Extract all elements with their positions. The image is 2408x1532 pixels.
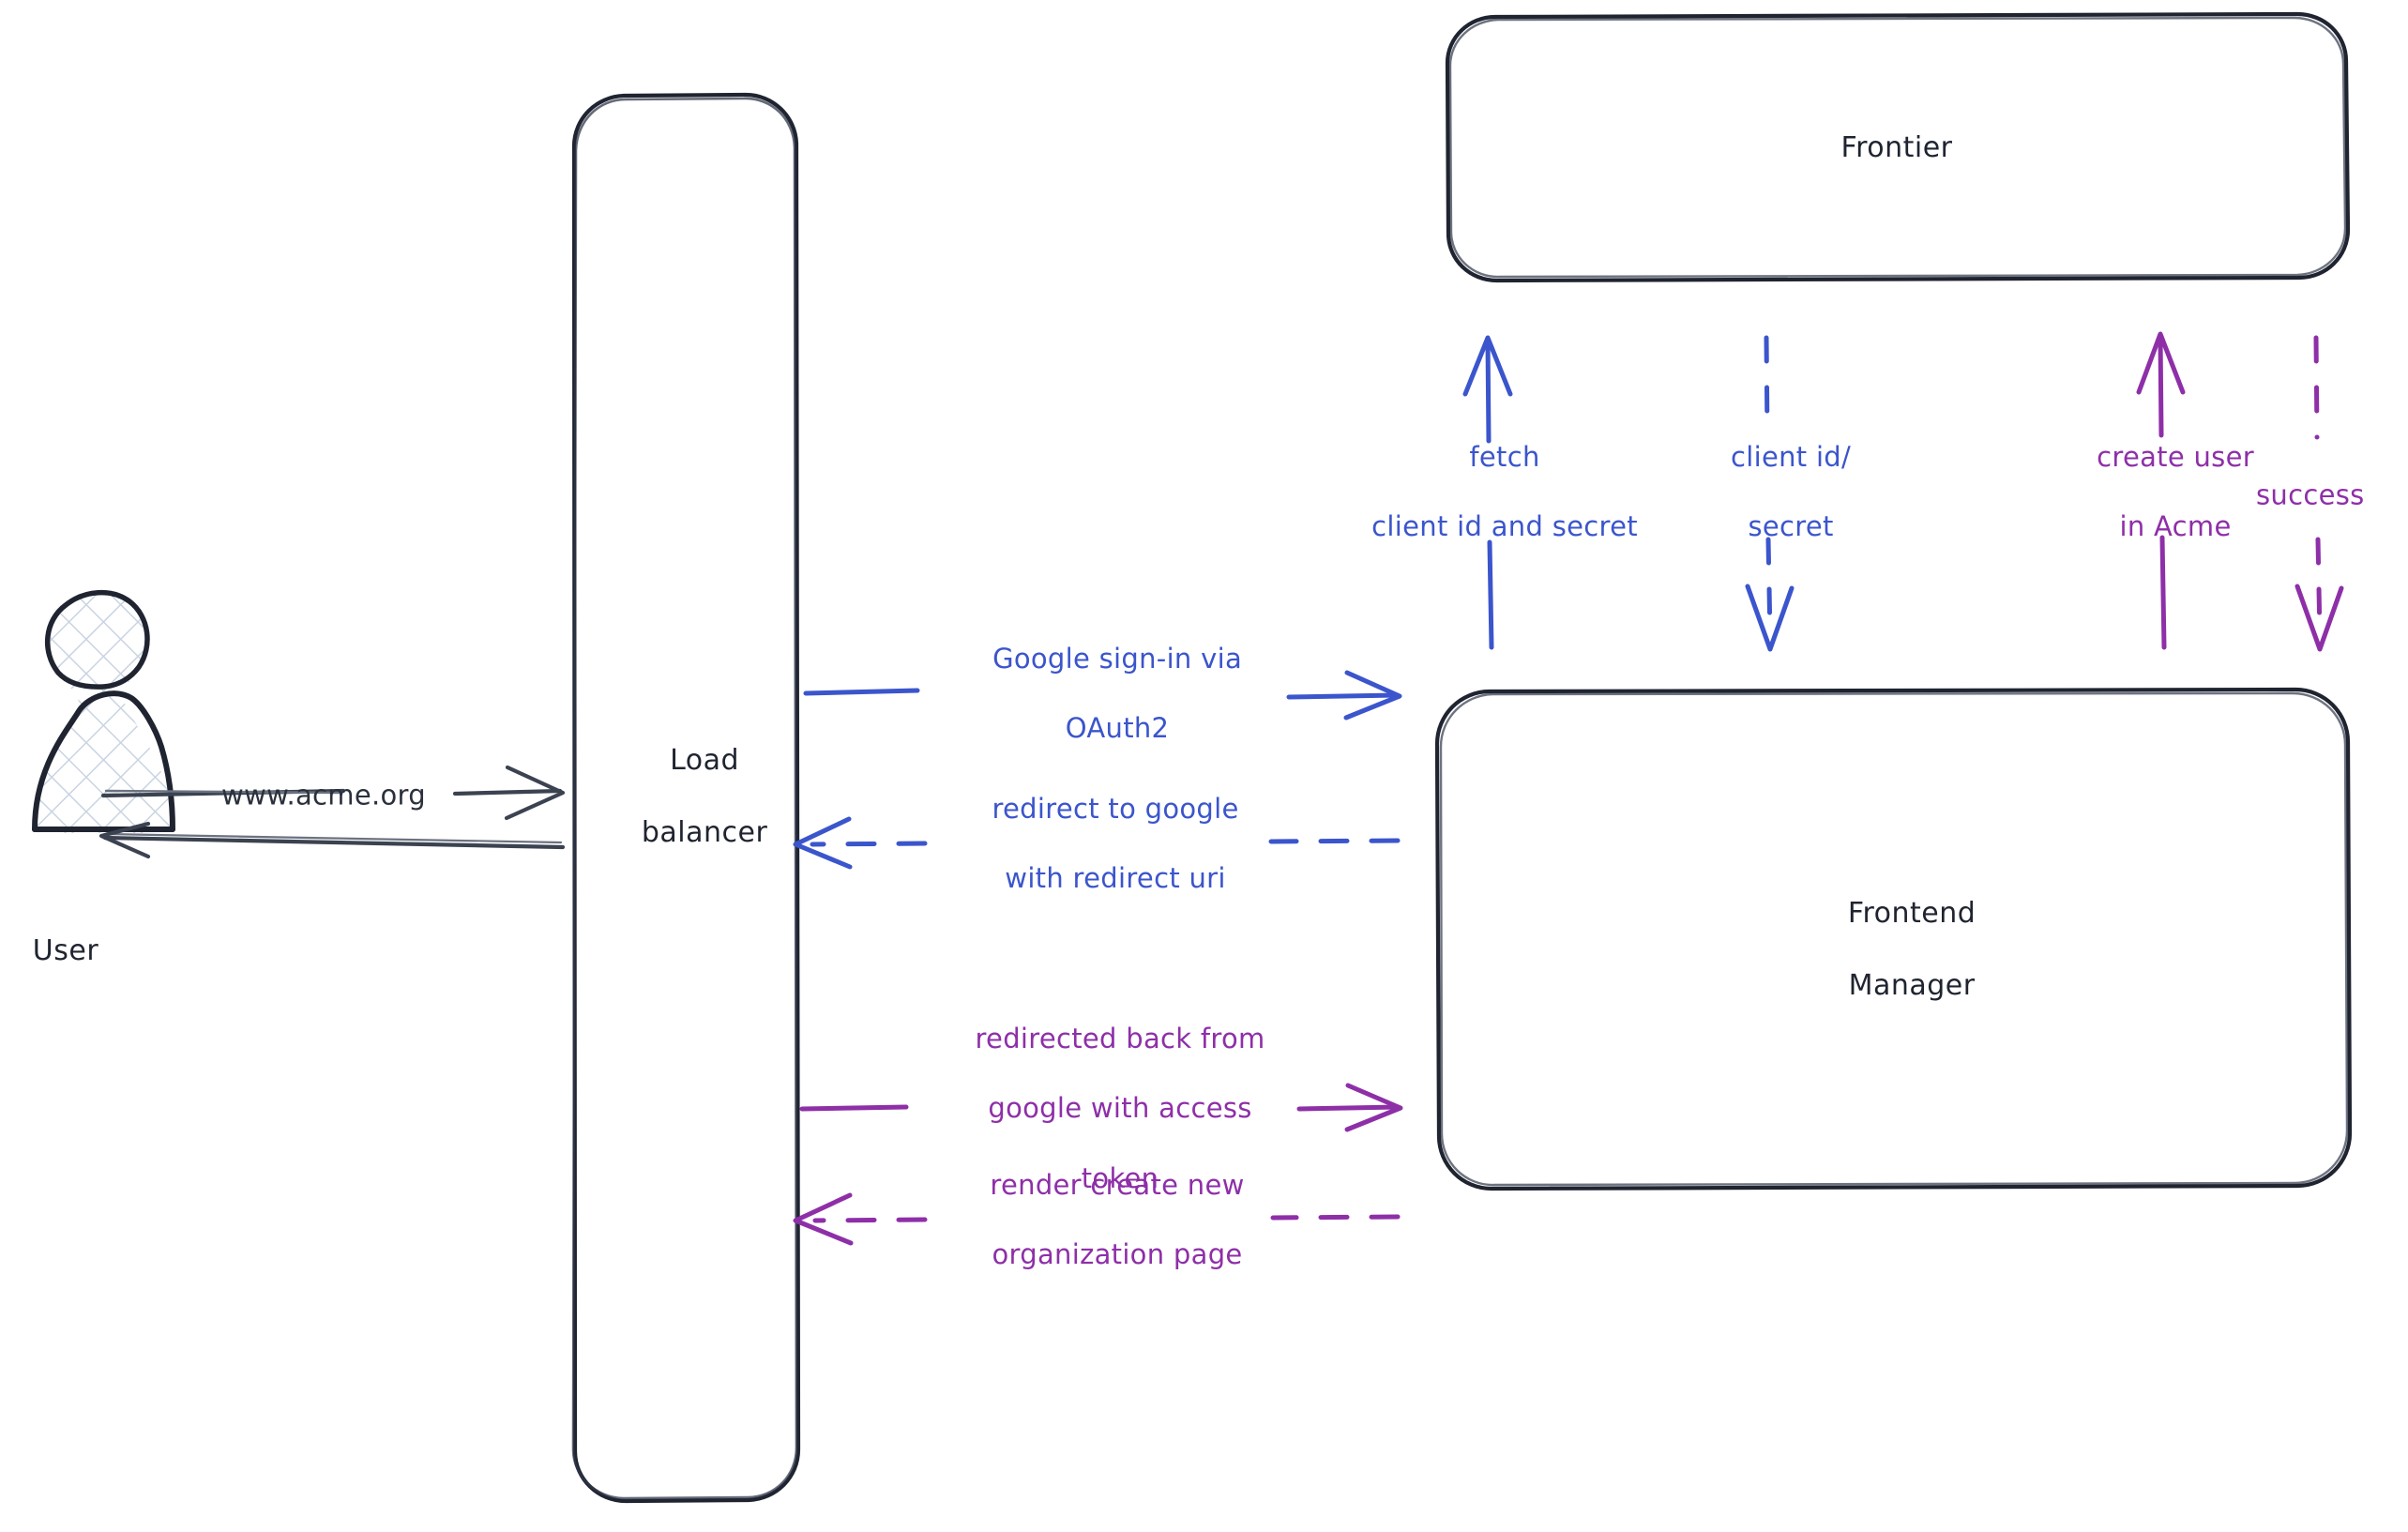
node-frontier[interactable] [1445, 11, 2351, 283]
node-frontend-manager[interactable] [1434, 687, 2353, 1191]
edge-fm-to-frontier-create [2136, 331, 2186, 650]
edge-user-to-lb [100, 765, 566, 821]
edge-frontier-to-fm-creds [1745, 335, 1795, 652]
edge-fm-to-frontier-fetch [1462, 335, 1513, 650]
edge-lb-to-fm-token [799, 1083, 1403, 1132]
edge-lb-to-user [98, 821, 566, 859]
edge-fm-to-lb-render [793, 1192, 1401, 1246]
edge-fm-to-lb-redirect [793, 816, 1401, 870]
actor-user [32, 589, 175, 833]
edge-lb-to-fm-signin [803, 670, 1402, 720]
edge-frontier-to-fm-success [2294, 335, 2344, 652]
node-load-balancer[interactable] [571, 92, 801, 1504]
